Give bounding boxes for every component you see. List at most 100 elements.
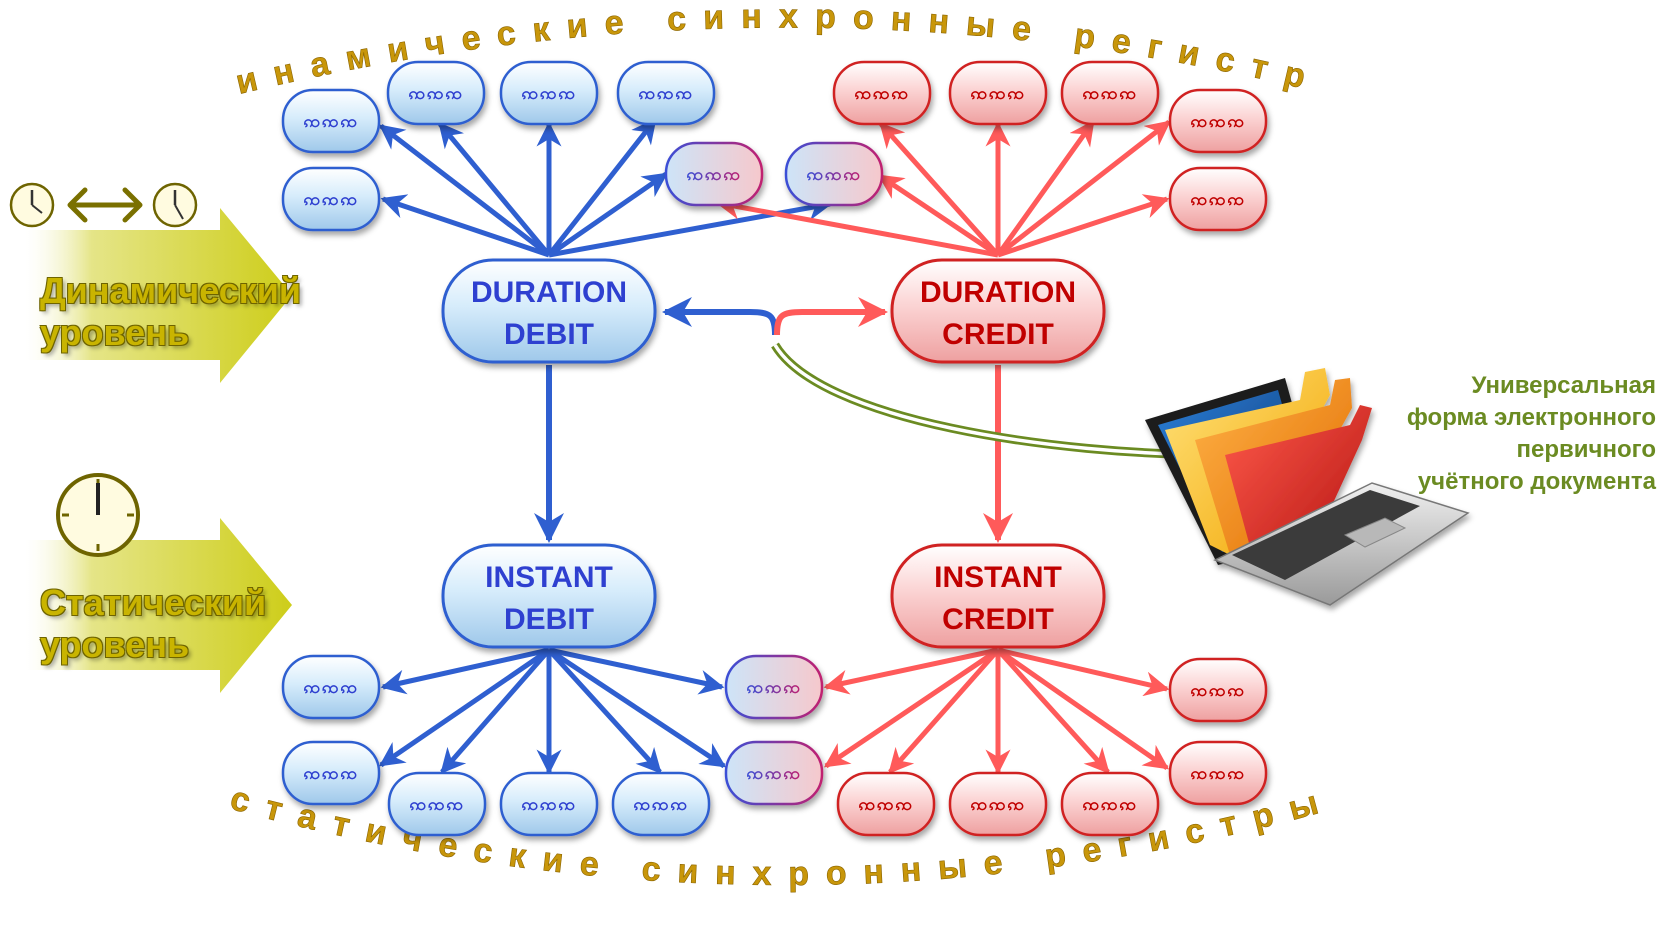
register-glyph: ꩡꩡꩡ <box>521 84 576 104</box>
clock-icon <box>152 182 198 228</box>
node-label: CREDIT <box>942 318 1054 351</box>
register-pill: ꩡꩡꩡ <box>281 166 381 232</box>
register-pill: ꩡꩡꩡ <box>1168 740 1268 806</box>
register-glyph: ꩡꩡꩡ <box>686 165 741 185</box>
register-pill: ꩡꩡꩡ <box>1060 771 1160 837</box>
node-duration-debit: DURATION DEBIT <box>441 258 657 364</box>
node-label: DURATION <box>471 276 627 309</box>
register-pill: ꩡꩡꩡ <box>948 60 1048 126</box>
node-label: DURATION <box>920 276 1076 309</box>
register-pill: ꩡꩡꩡ <box>387 771 487 837</box>
register-glyph: ꩡꩡꩡ <box>1190 190 1245 210</box>
register-glyph: ꩡꩡꩡ <box>806 165 861 185</box>
register-glyph: ꩡꩡꩡ <box>1190 681 1245 701</box>
register-pill: ꩡꩡꩡ <box>611 771 711 837</box>
edge-arrow <box>662 297 778 336</box>
register-pill: ꩡꩡꩡ <box>836 771 936 837</box>
level-arrow-icon <box>25 208 292 383</box>
edges <box>378 118 1171 775</box>
register-pill: ꩡꩡꩡ <box>1168 657 1268 723</box>
document-caption: Универсальная форма электронного первичн… <box>1406 372 1656 495</box>
register-pill: ꩡꩡꩡ <box>281 88 381 154</box>
register-pill: ꩡꩡꩡ <box>499 60 599 126</box>
register-glyph: ꩡꩡꩡ <box>409 795 464 815</box>
edge-arrow <box>823 647 1000 769</box>
edge-arrow <box>438 122 551 257</box>
edge-arrow <box>877 173 1000 258</box>
register-glyph: ꩡꩡꩡ <box>1190 764 1245 784</box>
register-glyph: ꩡꩡꩡ <box>303 190 358 210</box>
register-pill: ꩡꩡꩡ <box>948 771 1048 837</box>
register-glyph: ꩡꩡꩡ <box>408 84 463 104</box>
static-level-label: Статический уровень <box>40 582 267 665</box>
edge-arrow <box>823 647 999 695</box>
register-pill: ꩡꩡꩡ <box>784 141 884 207</box>
level-arrow-icon <box>25 518 292 693</box>
edge-arrow <box>996 120 1171 257</box>
register-glyph: ꩡꩡꩡ <box>854 84 909 104</box>
edge-arrow <box>997 647 1170 697</box>
document-link-line <box>771 342 1226 460</box>
register-pill: ꩡꩡꩡ <box>616 60 716 126</box>
static-level-arrow <box>25 518 292 693</box>
register-glyph: ꩡꩡꩡ <box>303 678 358 698</box>
register-glyph: ꩡꩡꩡ <box>633 795 688 815</box>
edge-arrow <box>548 647 725 695</box>
edge-arrow <box>547 171 669 258</box>
register-glyph: ꩡꩡꩡ <box>970 84 1025 104</box>
register-pill: ꩡꩡꩡ <box>281 740 381 806</box>
node-label: DEBIT <box>504 603 594 636</box>
edge-arrow <box>774 297 888 336</box>
register-pill: ꩡꩡꩡ <box>1060 60 1160 126</box>
register-glyph: ꩡꩡꩡ <box>970 795 1025 815</box>
node-instant-credit: INSTANT CREDIT <box>890 543 1106 649</box>
edge-arrow <box>715 194 999 258</box>
edge-arrow <box>996 648 1110 774</box>
laptop-folders-icon <box>1145 368 1470 606</box>
edge-arrow <box>996 647 1170 771</box>
register-glyph: ꩡꩡꩡ <box>638 84 693 104</box>
node-label: CREDIT <box>942 603 1054 636</box>
register-glyph: ꩡꩡꩡ <box>303 764 358 784</box>
dynamic-level-label: Динамический уровень <box>40 270 302 353</box>
edge-arrow <box>997 194 1170 258</box>
register-glyph: ꩡꩡꩡ <box>521 795 576 815</box>
register-glyph: ꩡꩡꩡ <box>746 678 801 698</box>
edge-arrow <box>440 648 551 774</box>
register-pill: ꩡꩡꩡ <box>499 771 599 837</box>
register-pill: ꩡꩡꩡ <box>281 654 381 720</box>
node-label: DEBIT <box>504 318 594 351</box>
register-pill: ꩡꩡꩡ <box>832 60 932 126</box>
double-arrow-icon <box>67 187 143 223</box>
edge-arrow <box>378 647 551 768</box>
register-pill: ꩡꩡꩡ <box>664 141 764 207</box>
register-glyph: ꩡꩡꩡ <box>303 112 358 132</box>
register-glyph: ꩡꩡꩡ <box>1190 112 1245 132</box>
register-pill: ꩡꩡꩡ <box>724 654 824 720</box>
register-pill: ꩡꩡꩡ <box>1168 88 1268 154</box>
edge-arrow <box>379 124 551 257</box>
node-instant-debit: INSTANT DEBIT <box>441 543 657 649</box>
edge-arrow <box>548 195 833 258</box>
register-glyph: ꩡꩡꩡ <box>858 795 913 815</box>
node-label: INSTANT <box>485 561 613 594</box>
clock-icon <box>9 182 55 228</box>
register-glyph: ꩡꩡꩡ <box>1082 84 1137 104</box>
dynamic-level-arrow <box>25 208 292 383</box>
registers: ꩡꩡꩡ ꩡꩡꩡ ꩡꩡꩡ ꩡꩡꩡ ꩡꩡꩡ ꩡꩡꩡ ꩡꩡꩡ ꩡꩡꩡ ꩡꩡꩡ ꩡꩡꩡ ꩡꩡꩡ ꩡꩡꩡ ꩡꩡꩡ ꩡ… <box>281 60 1268 837</box>
edge-arrow <box>547 118 657 257</box>
register-pill: ꩡꩡꩡ <box>386 60 486 126</box>
register-pill: ꩡꩡꩡ <box>1168 166 1268 232</box>
node-duration-credit: DURATION CREDIT <box>890 258 1106 364</box>
edge-arrow <box>888 648 1000 774</box>
register-glyph: ꩡꩡꩡ <box>1082 795 1137 815</box>
edge-arrow <box>547 647 727 769</box>
edge-arrow <box>995 119 1096 257</box>
node-label: INSTANT <box>934 561 1062 594</box>
clock-icon <box>56 473 140 557</box>
edge-arrow <box>380 194 550 258</box>
edge-arrow <box>547 648 662 774</box>
register-glyph: ꩡꩡꩡ <box>746 764 801 784</box>
register-pill: ꩡꩡꩡ <box>724 740 824 806</box>
